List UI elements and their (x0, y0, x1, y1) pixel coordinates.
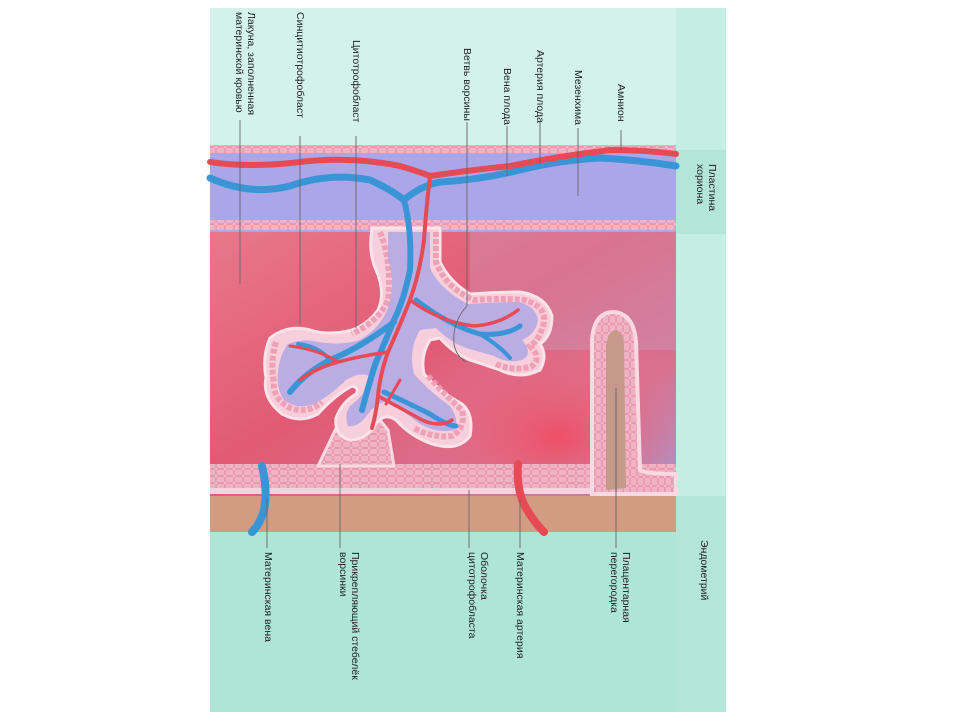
label-fetal-vein: Вена плода (501, 68, 513, 125)
label-lacuna: Лакуна, заполненная материнской кровью (233, 12, 257, 116)
label-anchoring-villus: Прикрепляющий стебелёк ворсинки (337, 552, 361, 680)
endometrium-band-edge (676, 496, 726, 712)
leader-lines (239, 120, 622, 548)
label-maternal-artery: Материнская артерия (514, 552, 526, 659)
endometrium-layer (210, 492, 676, 532)
chorion-trophoblast-lower (210, 220, 676, 230)
label-chorionic-plate: Пластина хориона (694, 164, 718, 212)
label-villus-branch: Ветвь ворсины (461, 48, 473, 121)
amnion-layer (210, 145, 676, 153)
label-cytotrophoblast-shell: Оболочка цитотрофобласта (466, 552, 490, 639)
label-syncytiotrophoblast: Синцитиотрофобласт (294, 12, 306, 118)
label-amnion: Амнион (615, 84, 627, 122)
label-maternal-vein: Материнская вена (262, 552, 274, 642)
fetal-vessels (206, 146, 680, 430)
chorion-band-edge (676, 150, 726, 234)
label-mesenchyme: Мезенхима (572, 70, 584, 125)
label-fetal-artery: Артерия плода (534, 50, 546, 123)
label-endometrium: Эндометрий (698, 540, 710, 601)
maternal-vessels (248, 460, 548, 536)
label-cytotrophoblast: Цитотрофобласт (350, 40, 362, 123)
label-placental-septum: Плацентарная перегородка (608, 552, 632, 623)
lower-band (210, 532, 676, 712)
